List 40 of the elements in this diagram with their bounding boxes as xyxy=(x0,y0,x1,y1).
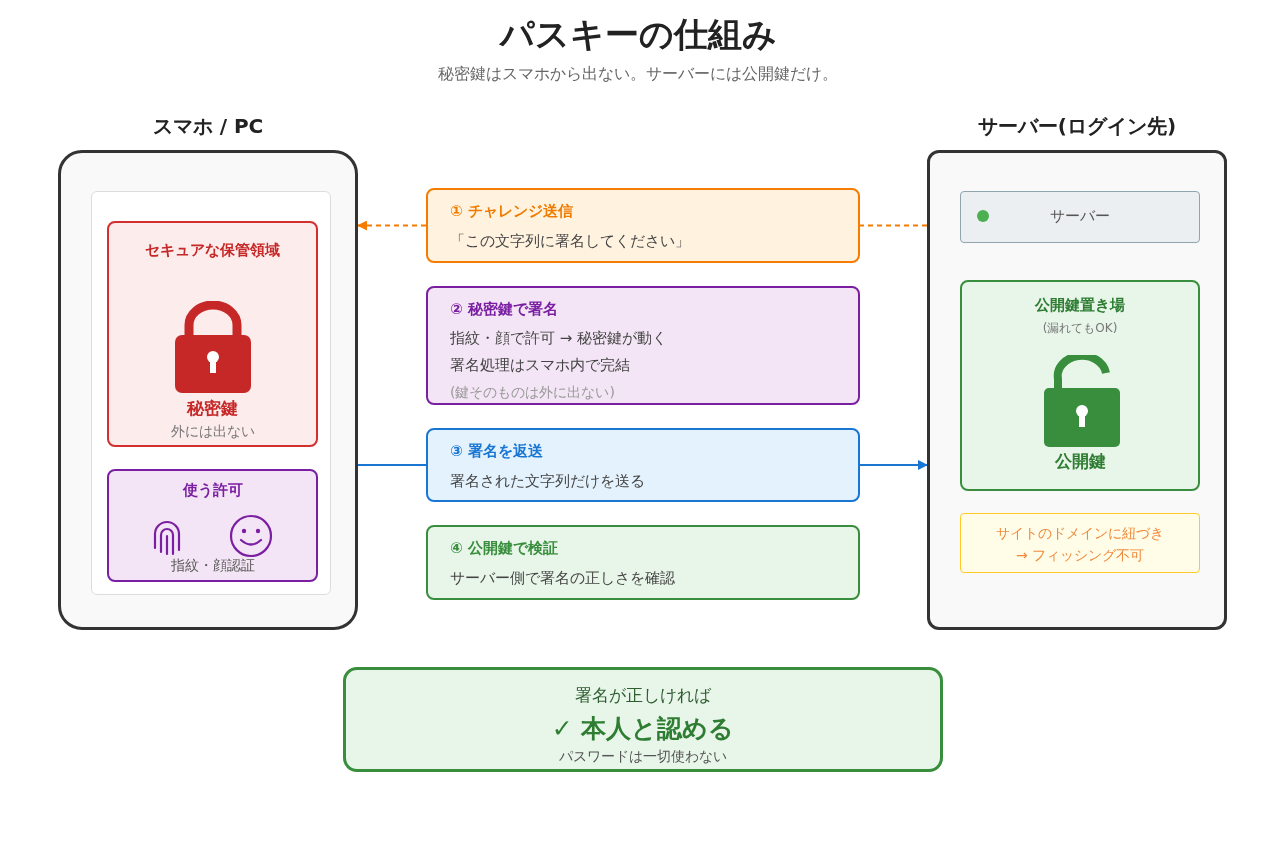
step-text: 署名された文字列だけを送る xyxy=(450,472,645,491)
step-text: (鍵そのものは外に出ない) xyxy=(450,384,615,402)
title: パスキーの仕組み xyxy=(498,13,778,56)
note-text: 外には出ない xyxy=(170,423,255,441)
arrow xyxy=(357,220,427,231)
step-text: 署名処理はスマホ内で完結 xyxy=(450,356,630,375)
step-heading: ③ 署名を返送 xyxy=(450,442,543,461)
note-text: (漏れてもOK) xyxy=(1042,320,1118,337)
result-condition: 署名が正しければ xyxy=(575,684,711,707)
step-box xyxy=(426,428,860,502)
key-label: 秘密鍵 xyxy=(187,397,238,420)
area-heading: 使う許可 xyxy=(182,481,243,500)
secure-area-box xyxy=(107,221,318,447)
step-heading: ② 秘密鍵で署名 xyxy=(450,300,558,319)
step-heading: ④ 公開鍵で検証 xyxy=(450,539,558,558)
result-box xyxy=(343,667,943,772)
area-heading: 公開鍵置き場 xyxy=(1035,296,1125,315)
panel-heading: サーバー(ログイン先) xyxy=(977,113,1177,140)
result-note: パスワードは一切使わない xyxy=(559,748,727,766)
step-box xyxy=(426,188,860,263)
note-text: サイトのドメインに紐づき → フィッシング不可 xyxy=(995,524,1165,566)
step-box xyxy=(426,525,860,600)
arrow xyxy=(859,460,928,470)
key-label: 公開鍵 xyxy=(1054,450,1106,473)
step-text: サーバー側で署名の正しさを確認 xyxy=(450,569,675,588)
step-heading: ① チャレンジ送信 xyxy=(450,202,573,221)
step-text: 指紋・顔で許可 → 秘密鍵が動く xyxy=(450,329,668,348)
panel-heading: スマホ / PC xyxy=(152,113,264,140)
screen-panel xyxy=(91,191,331,595)
permission-box xyxy=(107,469,318,582)
step-text: 「この文字列に署名してください」 xyxy=(450,232,690,251)
step-box xyxy=(426,286,860,405)
public-key-box xyxy=(960,280,1200,491)
subtitle: 秘密鍵はスマホから出ない。サーバーには公開鍵だけ。 xyxy=(437,64,839,85)
area-heading: セキュアな保管領域 xyxy=(145,241,280,260)
note-box xyxy=(960,513,1200,573)
server-bar xyxy=(960,191,1200,243)
method-label: 指紋・顔認証 xyxy=(170,557,255,575)
result-heading: ✓ 本人と認める xyxy=(551,713,735,745)
server-label: サーバー xyxy=(1050,207,1110,226)
